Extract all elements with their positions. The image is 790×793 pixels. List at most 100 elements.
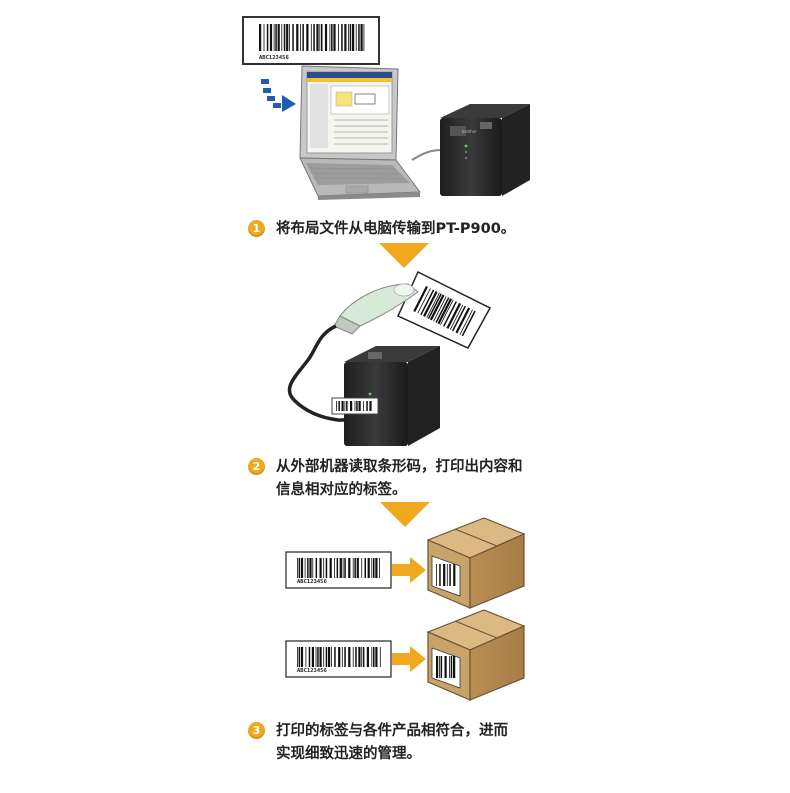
barcode-bar — [336, 401, 337, 411]
barcode-bar — [331, 24, 333, 51]
down-arrow-icon — [379, 243, 429, 268]
barcode-label-text-3: ABC123456 — [297, 668, 327, 674]
barcode-bar — [361, 647, 363, 667]
barcode-bar — [302, 24, 304, 51]
barcode-bar — [316, 24, 319, 51]
barcode-bar — [308, 647, 311, 667]
barcode-bar — [315, 647, 317, 667]
barcode-bar — [344, 558, 346, 578]
barcode-bar — [369, 401, 372, 411]
barcode-bar — [300, 24, 301, 51]
barcode-bar — [367, 558, 370, 578]
barcode-bar — [348, 24, 349, 51]
barcode-bar — [313, 24, 315, 51]
barcode-bar — [358, 401, 361, 411]
brand-logo: brother — [462, 129, 477, 134]
barcode-bar — [433, 296, 447, 322]
barcode-bar — [286, 24, 289, 51]
barcode-bar — [446, 302, 462, 329]
barcode-bar — [281, 24, 283, 51]
step-3-line-1: 打印的标签与各件产品相符合，进而 — [276, 723, 508, 739]
barcode-bar — [297, 558, 298, 578]
barcode-bar — [375, 647, 378, 667]
barcode-bar — [417, 288, 431, 314]
transfer-arrow-icon — [261, 79, 296, 112]
barcode-bar — [300, 647, 304, 667]
barcode-bar — [375, 558, 378, 578]
barcode-bar — [451, 305, 467, 332]
barcode-bar — [356, 558, 359, 578]
barcode-bar — [446, 564, 448, 586]
barcode-bar — [341, 401, 344, 411]
barcode-bar — [310, 24, 312, 51]
barcode-bar — [300, 558, 304, 578]
barcode-bar — [283, 24, 286, 51]
barcode-bar — [338, 647, 341, 667]
barcode-bar — [366, 647, 369, 667]
barcode-bar — [352, 24, 355, 51]
step-number-badge: 1 — [248, 220, 265, 237]
barcode-bar — [348, 558, 351, 578]
barcode-bar — [358, 647, 361, 667]
barcode-bar — [444, 656, 447, 678]
barcode-bar — [361, 558, 363, 578]
barcode-bar — [315, 558, 318, 578]
barcode-bar — [266, 24, 269, 51]
barcode-bar — [379, 558, 380, 578]
label-printer-2 — [331, 346, 440, 446]
barcode-bar — [328, 647, 331, 667]
barcode-bar — [439, 564, 441, 586]
barcode-bar — [312, 558, 314, 578]
barcode-bar — [437, 298, 453, 325]
barcode-bar — [355, 647, 357, 667]
barcode-bar — [449, 656, 450, 678]
label-to-box-row-1: ABC123456 — [285, 517, 526, 609]
step-2: 2 从外部机器读取条形码，打印出内容和 信息相对应的标签。 — [248, 456, 523, 502]
barcode-bar — [453, 564, 456, 586]
step-number-badge: 2 — [248, 458, 265, 475]
barcode-bar — [363, 24, 365, 51]
barcode-bar — [311, 647, 314, 667]
barcode-bar — [297, 647, 298, 667]
barcode-bar — [450, 656, 453, 678]
barcode-bar — [273, 24, 275, 51]
barcode-bar — [325, 647, 328, 667]
barcode-bar — [439, 656, 440, 678]
barcode-bar — [344, 24, 347, 51]
barcode-bar — [379, 647, 381, 667]
barcode-bar — [349, 24, 352, 51]
barcode-bar — [342, 558, 344, 578]
barcode-bar — [344, 647, 346, 667]
barcode-bar — [436, 656, 439, 678]
barcode-bar — [329, 558, 332, 578]
barcode-bar — [360, 24, 363, 51]
barcode-bar — [348, 647, 351, 667]
step-3-line-2: 实现细致迅速的管理。 — [276, 746, 421, 762]
barcode-bar — [275, 24, 277, 51]
barcode-bar — [443, 564, 446, 586]
barcode-bar — [298, 647, 301, 667]
barcode-bar — [346, 401, 348, 411]
barcode-bar — [354, 558, 356, 578]
barcode-bar — [292, 24, 294, 51]
barcode-bar — [269, 24, 273, 51]
barcode-bar — [341, 647, 343, 667]
barcode-bar — [426, 292, 440, 318]
barcode-bar — [339, 558, 342, 578]
barcode-bar — [355, 24, 357, 51]
barcode-bar — [344, 401, 346, 411]
barcode-bar — [420, 289, 435, 316]
barcode-bar — [354, 401, 356, 411]
barcode-bar — [334, 558, 335, 578]
barcode-bar — [341, 24, 343, 51]
barcode-bar — [352, 558, 354, 578]
barcode-bar — [362, 647, 365, 667]
barcode-bar — [429, 294, 445, 321]
barcode-bar — [331, 647, 332, 667]
barcode-bar — [364, 558, 366, 578]
barcode-bar — [423, 290, 438, 317]
barcode-bar — [277, 24, 280, 51]
step-1: 1 将布局文件从电脑传输到PT-P900。 — [248, 218, 515, 241]
barcode-bars-top — [259, 24, 365, 51]
barcode-bar — [334, 647, 336, 667]
